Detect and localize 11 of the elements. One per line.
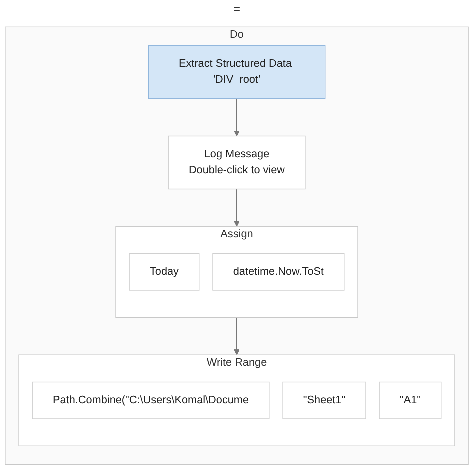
- node-box: Path.Combine("C:\Users\Komal\Docume: [32, 382, 270, 420]
- arrow: [234, 189, 240, 227]
- arrow: [234, 318, 240, 356]
- node-box: Log Message Double-click to view: [168, 136, 306, 190]
- equals-sign: =: [233, 2, 240, 16]
- node-box: "A1": [379, 382, 442, 420]
- arrow: [234, 98, 240, 137]
- node-box: Extract Structured Data 'DIV root': [148, 46, 326, 100]
- node-box: Today: [129, 253, 200, 291]
- node-box: "Sheet1": [282, 382, 366, 420]
- node-box: datetime.Now.ToSt: [212, 253, 345, 291]
